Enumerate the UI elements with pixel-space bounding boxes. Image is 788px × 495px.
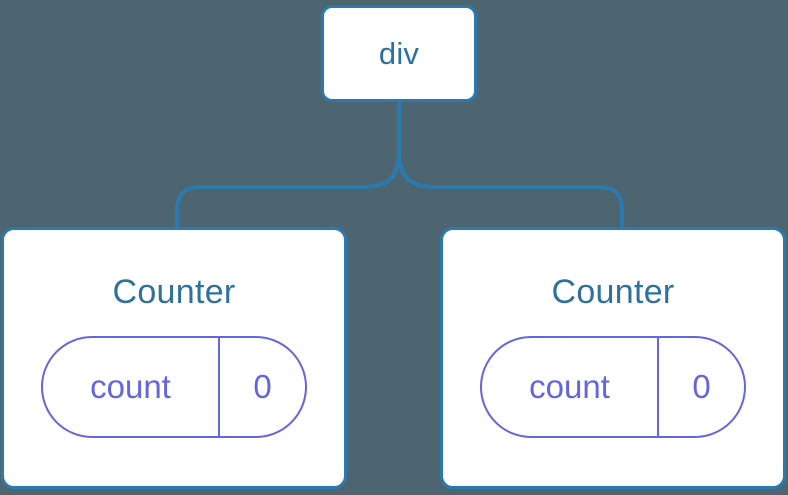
state-key-right: count [529,368,610,405]
state-pill-right: count 0 [480,336,746,438]
state-value-right: 0 [692,368,711,405]
node-counter-left-label: Counter [112,273,236,311]
edge-root-to-counter-right [397,149,624,228]
edge-root-to-counter-left [175,149,401,228]
state-value-left: 0 [253,368,272,405]
node-counter-right[interactable]: Counter count 0 [440,227,786,489]
state-pill-divider-left [218,338,220,436]
node-counter-right-label: Counter [551,273,675,311]
node-div-label: div [378,35,420,71]
state-pill-left: count 0 [41,336,307,438]
state-key-left: count [90,368,171,405]
state-pill-divider-right [657,338,659,436]
node-div[interactable]: div [321,5,477,102]
node-counter-left[interactable]: Counter count 0 [1,227,347,489]
